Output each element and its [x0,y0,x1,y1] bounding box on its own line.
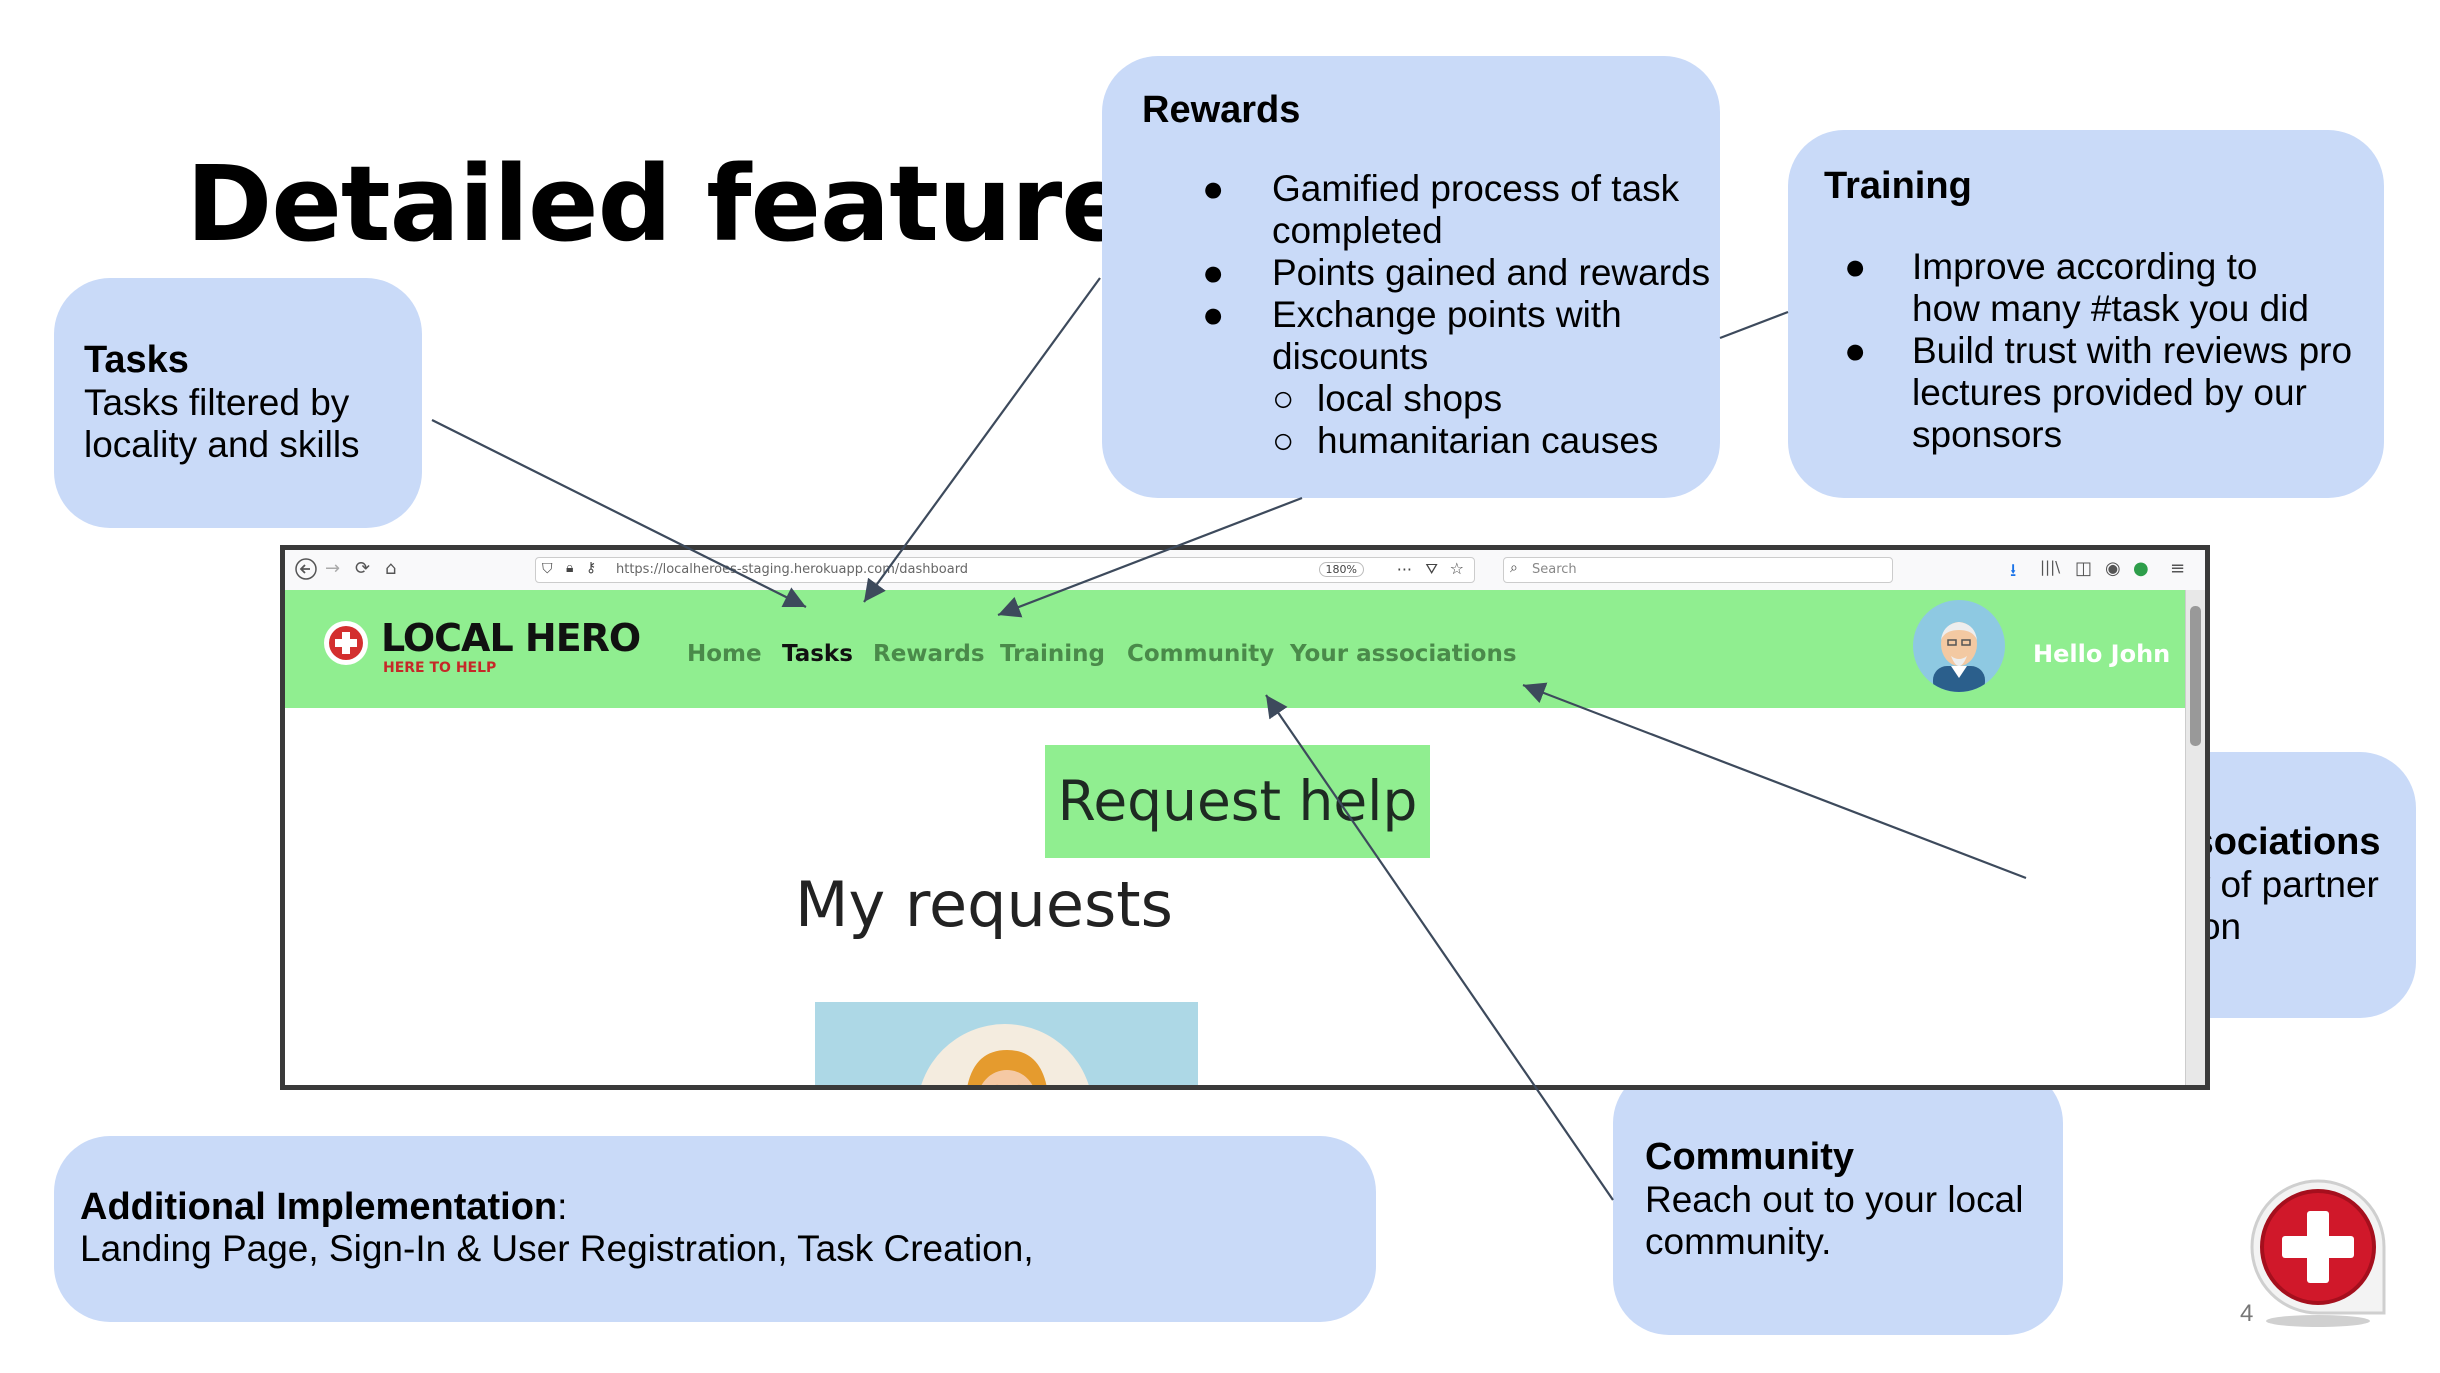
list-item: ○local shops [1272,377,1503,419]
rewards-heading: Rewards [1142,89,1301,131]
training-list: ●Improve according to how many #task you… [1824,246,2384,456]
nav-home[interactable]: Home [687,641,762,667]
star-icon[interactable]: ☆ [1449,559,1464,578]
cross-logo-icon [2236,1165,2392,1336]
community-body: Reach out to your local community. [1645,1178,2024,1262]
slide-title: Detailed features [186,143,1193,265]
list-item: ○humanitarian causes [1272,419,1659,461]
arrow-associations [1522,682,2027,880]
search-placeholder: Search [1532,562,1577,577]
url-bar[interactable]: ⛉ 🔒︎ ⚷ https://localheroes-staging.herok… [535,557,1475,583]
cross-logo-icon[interactable] [323,620,369,671]
additional-heading: Additional Implementation [80,1186,558,1228]
request-help-button[interactable]: Request help [1045,745,1430,858]
search-icon: ⌕ [1510,560,1518,576]
url-text: https://localheroes-staging.herokuapp.co… [616,562,969,577]
app-navbar: LOCAL HERO HERE TO HELP Home Tasks Rewar… [285,590,2185,708]
menu-icon[interactable]: ≡ [2170,558,2186,579]
arrow-tasks [431,419,807,608]
app-logo-tagline: HERE TO HELP [383,660,497,676]
nav-training[interactable]: Training [1000,641,1106,667]
search-input[interactable]: ⌕ Search [1503,557,1893,583]
community-callout: Community Reach out to your local commun… [1613,1067,2063,1335]
download-icon[interactable]: ⭳ [2010,560,2017,581]
list-item: ●Improve according to how many #task you… [1844,245,2309,329]
avatar[interactable] [1913,600,2005,692]
tasks-body: Tasks filtered by locality and skills [84,381,360,465]
key-icon: ⚷ [586,560,597,576]
rewards-list: ●Gamified process of task completed ●Poi… [1142,168,1720,462]
list-item: ●Gamified process of task completed [1202,167,1680,251]
back-icon[interactable] [295,558,317,585]
library-icon[interactable]: |||\ [2040,558,2061,576]
arrow-community [1265,694,1614,1201]
tasks-callout: Tasks Tasks filtered by locality and ski… [54,278,422,528]
my-requests-heading: My requests [795,868,1173,941]
arrow-training-link [1719,310,1789,340]
extension-icon[interactable]: ● [2133,558,2149,579]
list-item: ●Exchange points with discounts [1202,293,1622,377]
card-avatar [921,1024,1089,1085]
additional-callout: Additional Implementation: Landing Page,… [54,1136,1376,1322]
tasks-heading: Tasks [84,339,189,381]
additional-colon: : [557,1186,568,1227]
scrollbar[interactable] [2185,590,2205,1085]
additional-body: Landing Page, Sign-In & User Registratio… [80,1228,1034,1269]
list-item: ●Points gained and rewards [1202,251,1711,293]
scrollbar-thumb[interactable] [2190,606,2201,746]
request-card[interactable] [815,1002,1198,1085]
list-item: ●Build trust with reviews pro lectures p… [1844,329,2353,455]
arrow-training [997,496,1303,618]
nav-rewards[interactable]: Rewards [873,641,985,667]
user-greeting[interactable]: Hello John [2033,640,2171,668]
lock-icon: 🔒︎ [566,560,574,576]
more-icon[interactable]: ··· [1396,560,1412,579]
home-icon[interactable]: ⌂ [385,558,397,579]
browser-toolbar: → ⟳ ⌂ ⛉ 🔒︎ ⚷ https://localheroes-staging… [285,550,2205,591]
app-logo-name[interactable]: LOCAL HERO [381,616,641,660]
account-icon[interactable]: ◉ [2105,558,2121,579]
browser-window: → ⟳ ⌂ ⛉ 🔒︎ ⚷ https://localheroes-staging… [280,545,2210,1090]
shield-icon: ⛉ [542,561,553,577]
nav-tasks[interactable]: Tasks [782,641,853,667]
reload-icon[interactable]: ⟳ [355,558,371,579]
forward-icon[interactable]: → [325,558,341,579]
training-callout: Training ●Improve according to how many … [1788,130,2384,498]
additional-line: Additional Implementation: [80,1186,1376,1228]
page-number: 4 [2240,1300,2254,1327]
sidebar-icon[interactable]: ◫ [2075,558,2093,579]
arrow-rewards [863,277,1101,603]
nav-community[interactable]: Community [1127,641,1275,667]
nav-your-associations[interactable]: Your associations [1290,641,1517,667]
community-heading: Community [1645,1136,1854,1178]
pocket-icon[interactable]: ⛛ [1425,560,1438,578]
training-heading: Training [1824,165,1972,207]
rewards-callout: Rewards ●Gamified process of task comple… [1102,56,1720,498]
zoom-indicator[interactable]: 180% [1318,562,1364,577]
